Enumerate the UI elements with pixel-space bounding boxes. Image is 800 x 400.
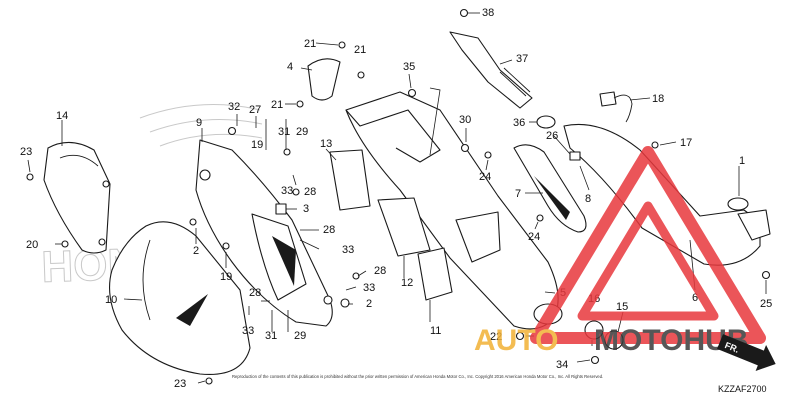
brand-wing-outline [139,104,263,147]
part-37-exhaust-pipe [449,31,533,109]
callout-28-c: 28 [374,265,386,277]
callout-24-a: 24 [479,171,491,183]
callout-17: 17 [680,137,692,149]
callout-28-a: 28 [304,186,316,198]
callout-35: 35 [403,61,415,73]
part-4-heat-shield [307,58,341,101]
callout-1: 1 [739,155,745,167]
front-direction-arrow: FR. [717,334,776,371]
callout-2-b: 2 [366,298,372,310]
callout-12: 12 [401,277,413,289]
part-1-gasket [727,197,749,211]
part-18-sensor-wire [613,94,633,123]
watermark-text-left: AUTO [474,324,558,357]
callout-19-a: 19 [251,139,263,151]
part-7-slot [534,176,570,220]
arrow-shape [717,334,776,371]
callout-26: 26 [546,130,558,142]
callout-31-b: 31 [265,330,277,342]
callout-37: 37 [516,53,528,65]
part-11-insulator [417,247,453,301]
callout-numbers: 1 2 2 3 4 5 6 7 8 9 10 11 12 13 14 15 16… [20,7,772,390]
callout-29-b: 29 [294,330,306,342]
watermark-triangle [530,146,766,344]
watermark-inner-triangle [577,201,719,321]
part-6-exhaust-header [563,123,761,266]
part-14-detail [59,154,99,167]
callout-27: 27 [249,104,261,116]
callout-9: 9 [196,117,202,129]
callout-7: 7 [515,188,521,200]
fasteners [26,8,771,385]
callout-25: 25 [760,298,772,310]
callout-38: 38 [482,7,494,19]
callout-29-a: 29 [296,126,308,138]
callout-34: 34 [556,359,568,371]
callout-28-d: 28 [249,287,261,299]
callout-33-b: 33 [342,244,354,256]
callout-14: 14 [56,110,68,122]
callout-32: 32 [228,101,240,113]
part-14-rear-heat-guard [43,141,111,254]
callout-20: 20 [26,239,38,251]
callout-30: 30 [459,114,471,126]
part-36-gasket [536,115,556,129]
callout-3: 3 [303,203,309,215]
callout-28-b: 28 [323,224,335,236]
part-9-vent [272,236,296,286]
callout-24-b: 24 [528,231,540,243]
part-9-boss-b [323,295,333,305]
part-10-emboss [176,294,208,326]
part-13-insulator [329,149,371,211]
callout-15: 15 [616,301,628,313]
callout-13: 13 [320,138,332,150]
part-37-ribs [499,67,531,97]
callout-6: 6 [692,292,698,304]
part-12-insulator [377,197,431,257]
callout-11: 11 [430,325,441,337]
part-10-edge [142,239,151,321]
part-12-bracket [455,211,501,263]
callout-19-b: 19 [220,271,232,283]
part-6-flange [737,209,771,241]
callout-18: 18 [652,93,664,105]
callout-36: 36 [513,117,525,129]
callout-21-b: 21 [354,44,366,56]
part-14-mount-hole-a [102,180,110,188]
callout-23-a: 23 [20,146,32,158]
callout-21-a: 21 [304,38,316,50]
diagram-code: KZZAF2700 [718,384,767,394]
callout-10: 10 [105,294,117,306]
callout-23-b: 23 [174,378,186,390]
part-18-sensor-connector [599,91,617,107]
part-14-mount-hole-b [98,238,106,246]
part-12-upper-shell [345,109,441,163]
callout-21-c: 21 [271,99,283,111]
copyright-text: Reproduction of the contents of this pub… [232,374,603,379]
callout-33-c: 33 [363,282,375,294]
part-9-boss-a [199,169,211,181]
callout-2-a: 2 [193,245,199,257]
callout-22: 22 [490,331,502,343]
callout-31-a: 31 [278,126,290,138]
callout-4: 4 [287,61,293,73]
callout-33-d: 33 [242,325,254,337]
callout-8: 8 [585,193,591,205]
callout-33-a: 33 [281,185,293,197]
